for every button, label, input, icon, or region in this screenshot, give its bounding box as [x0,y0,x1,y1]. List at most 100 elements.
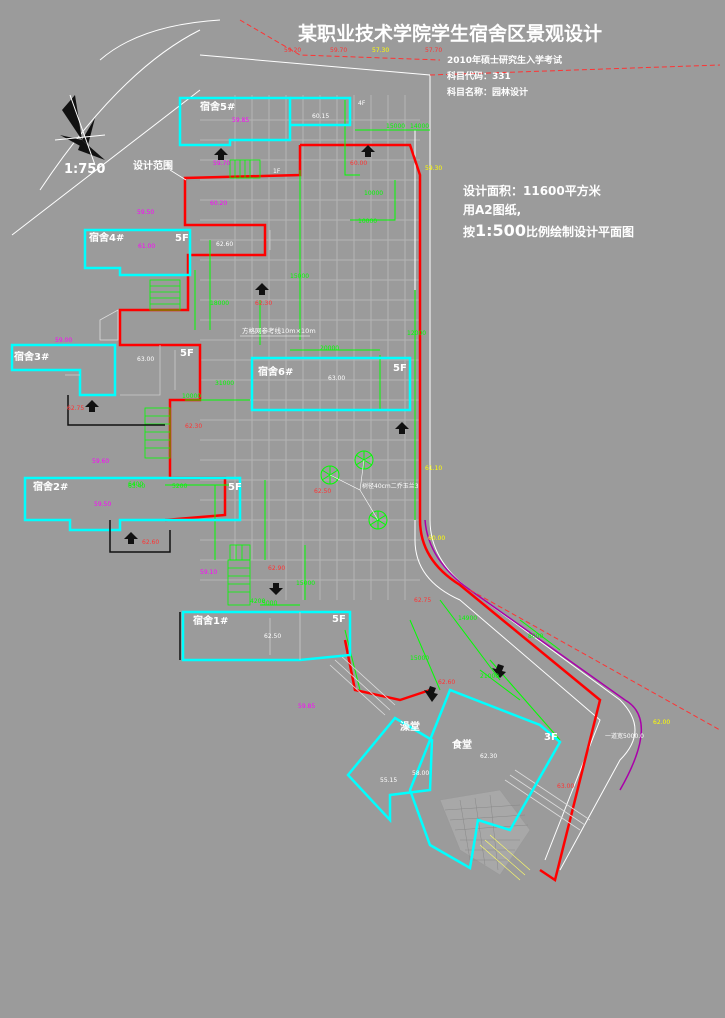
dorm2-name: 宿舍2# [33,480,68,493]
canteen-floors: 3F [544,732,558,743]
tree-note: 树径40cm二乔玉兰3 [362,482,419,490]
dorm1-elev: 62.50 [264,633,281,640]
dorm3-outline [10,343,117,397]
site-boundary [118,143,602,883]
design-scope-leader [169,169,187,181]
dimension-label: 14000 [410,123,429,130]
dimension-label: 4200 [250,598,265,605]
site-elev: 60.00 [350,160,367,167]
canteen-outline [408,688,562,870]
building-internal-lines [65,230,301,660]
magenta-elev: 59.60 [92,458,109,465]
dimension-label: 5200 [172,483,187,490]
dorm4-elev: 62.60 [216,241,233,248]
red-dashed-boundary [239,19,721,731]
road-note: 一道宽5000.0 [605,732,644,740]
dorm6-outline [250,356,412,412]
site-elev: 63.00 [557,783,574,790]
dorm2-floors: 5F [228,482,242,493]
magenta-elev: 59.10 [200,569,217,576]
entrance-arrow-icon [492,664,506,678]
site-elev: 62.60 [438,679,455,686]
north-arrow-icon [54,94,106,166]
road-lines [11,19,636,871]
entrance-arrow-icon [255,283,269,295]
buildings [10,96,562,870]
dorm4-name: 宿舍4# [89,231,124,244]
dorm5-elev: 60.15 [312,113,329,120]
bathhouse-name: 澡堂 [400,720,420,733]
site-elev: 62.60 [142,539,159,546]
road-elev: 57.30 [372,47,389,54]
entrance-arrows [85,145,506,702]
dimension-label: 8000 [528,633,543,640]
magenta-elev: 59.70 [213,160,230,167]
yellow-stair [479,834,531,881]
site-elev: 62.30 [185,423,202,430]
entrance-arrow-icon [124,532,138,544]
bathhouse-elev2: 58.00 [412,770,429,777]
bathhouse-elev: 55.15 [380,777,397,784]
magenta-elev: 59.50 [94,501,111,508]
dorm5-name: 宿舍5# [200,100,235,113]
dimension-label: 31000 [215,380,234,387]
dorm1-name: 宿舍1# [193,614,228,627]
design-scope-label: 设计范围 [133,159,173,172]
dorm5-floors: 4F [358,100,366,107]
dorm6-name: 宿舍6# [258,365,293,378]
requirement-area: 设计面积：11600平方米 [463,183,602,198]
road-elev: 57.70 [425,47,442,54]
magenta-elev: 59.85 [232,117,249,124]
magenta-elev: 59.50 [137,209,154,216]
dimension-label: 10000 [358,218,377,225]
entrance-arrow-icon [85,400,99,412]
page-title: 某职业技术学院学生宿舍区景观设计 [298,22,602,45]
site-elev: 62.50 [314,488,331,495]
dimension-label: 5000 [262,600,277,607]
dorm3-elev: 63.00 [137,356,154,363]
site-elev: 62.75 [414,597,431,604]
dorm1-outline [181,610,352,662]
road-elev: 62.00 [653,719,670,726]
grid-lines [200,95,420,600]
entrance-arrow-icon [269,583,283,595]
entrance-arrow-icon [424,686,438,702]
dorm4-outline [83,228,192,277]
entrance-arrow-icon [361,145,375,157]
road-elev: 61.10 [425,465,442,472]
canteen-elev: 62.30 [480,753,497,760]
requirement-scale-prefix: 按 [463,224,475,239]
road-elev: 59.20 [284,47,301,54]
dimension-label: 14900 [458,615,477,622]
requirement-paper: 用A2图纸, [462,202,521,217]
requirement-scale-value: 1:500 [475,221,526,240]
grid-note: 方格网参考线10m×10m [242,326,316,335]
road-elev: 59.70 [330,47,347,54]
dorm3-floors: 5F [180,348,194,359]
requirement-scale-suffix: 比例绘制设计平面图 [526,224,634,239]
magenta-elev: 61.00 [138,243,155,250]
paving-lines [444,794,529,871]
tree-leader [329,459,379,521]
entrance-arrow-icon [214,148,228,160]
dimension-label: 15000 [296,580,315,587]
dorm5-annex-outline [290,96,352,127]
dimension-label: 15000 [410,655,429,662]
requirement-scale: 按1:500比例绘制设计平面图 [463,221,634,240]
magenta-elev: 60.20 [210,200,227,207]
site-elev: 62.90 [268,565,285,572]
magenta-elev: 59.85 [298,703,315,710]
road-elev: 60.00 [428,535,445,542]
canteen-name: 食堂 [451,738,472,751]
dimension-label: 10000 [364,190,383,197]
dimension-label: 10000 [182,393,201,400]
dimension-label: 18000 [210,300,229,307]
dimension-label: 21000 [480,673,499,680]
road-accent-lines [424,519,643,791]
dimension-label: 15000 [290,273,309,280]
black-outlines [67,395,181,660]
dorm2-outline [23,476,242,532]
dimension-label: 20000 [320,345,339,352]
magenta-elev: 59.00 [55,337,72,344]
